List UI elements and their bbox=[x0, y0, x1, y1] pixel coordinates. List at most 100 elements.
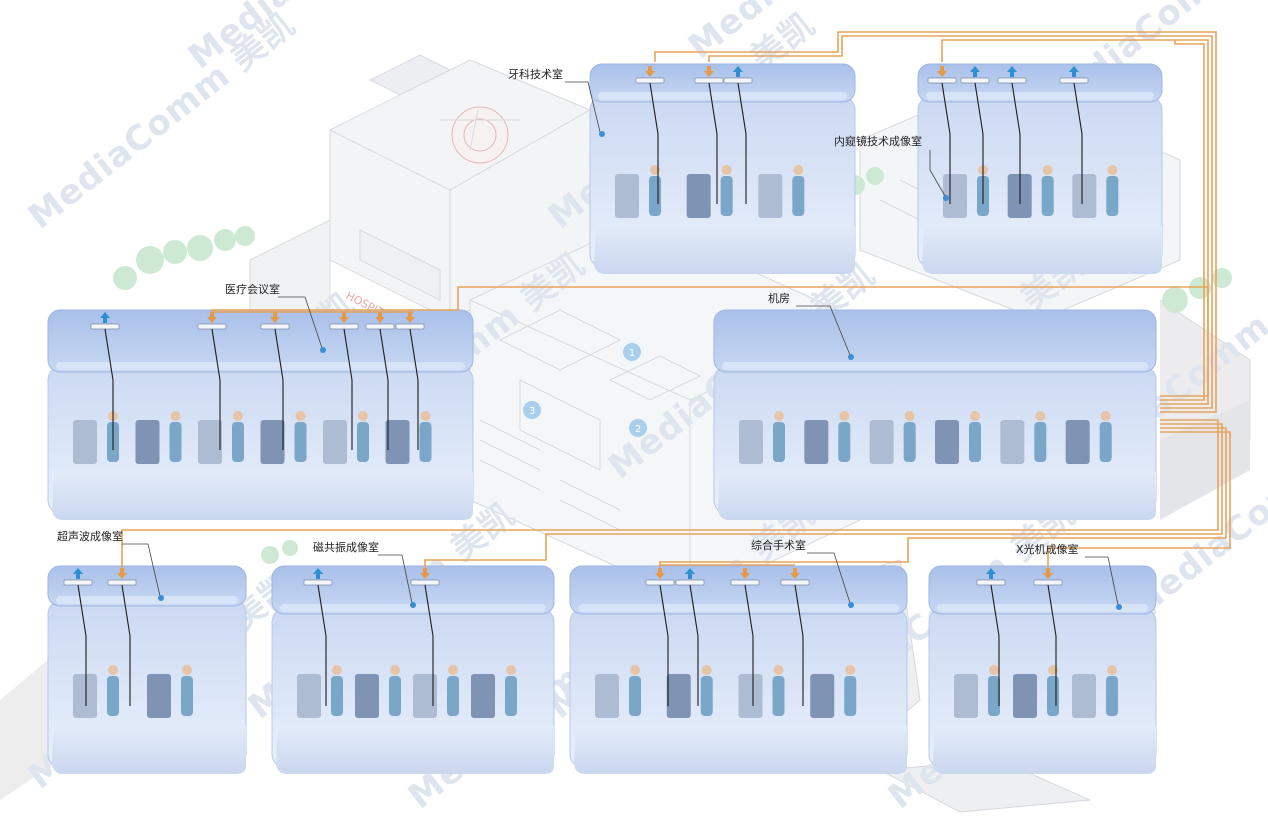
pin-endoscopy bbox=[943, 195, 949, 201]
cable-conference bbox=[211, 286, 1209, 397]
drop-cable bbox=[104, 328, 114, 450]
drop-cable bbox=[744, 584, 754, 706]
label-dental: 牙科技术室 bbox=[508, 67, 563, 81]
room-equipment-endoscopy bbox=[943, 165, 1119, 218]
download-arrow-icon bbox=[937, 66, 947, 77]
ceiling-taps-layer bbox=[63, 66, 1089, 706]
label-endoscopy: 内窥镜技术成像室 bbox=[834, 134, 922, 148]
room-equipment-xray bbox=[954, 665, 1118, 718]
pin-mri bbox=[410, 602, 416, 608]
cable-dental-trunk bbox=[654, 31, 1217, 413]
tap-ultrasound-13 bbox=[63, 568, 93, 706]
upload-arrow-icon bbox=[73, 568, 83, 579]
drop-cable bbox=[990, 584, 1000, 706]
drop-cable bbox=[941, 82, 951, 204]
tap-dental-1 bbox=[694, 66, 724, 204]
pin-dental bbox=[599, 131, 605, 137]
room-equipment-server bbox=[739, 411, 1112, 464]
upload-arrow-icon bbox=[1007, 66, 1017, 77]
upload-arrow-icon bbox=[1069, 66, 1079, 77]
upload-arrow-icon bbox=[685, 568, 695, 579]
pin-surgery bbox=[848, 602, 854, 608]
label-xray: X光机成像室 bbox=[1016, 542, 1079, 556]
room-server bbox=[713, 309, 1157, 520]
drop-cable bbox=[379, 328, 389, 450]
drop-cable bbox=[274, 328, 284, 450]
room-endoscopy bbox=[917, 63, 1163, 274]
download-arrow-icon bbox=[1043, 568, 1053, 579]
download-arrow-icon bbox=[740, 568, 750, 579]
tap-conference-7 bbox=[90, 312, 120, 450]
tap-endoscopy-5 bbox=[997, 66, 1027, 204]
tap-conference-9 bbox=[260, 312, 290, 450]
fiber-network bbox=[121, 31, 1231, 570]
download-arrow-icon bbox=[339, 312, 349, 323]
drop-cable bbox=[409, 328, 419, 450]
upload-arrow-icon bbox=[733, 66, 743, 77]
room-ultrasound bbox=[47, 565, 247, 774]
upload-arrow-icon bbox=[313, 568, 323, 579]
zone-marker-3: 3 bbox=[529, 406, 535, 417]
label-conference: 医疗会议室 bbox=[225, 282, 280, 296]
upload-arrow-icon bbox=[100, 312, 110, 323]
tap-conference-12 bbox=[395, 312, 425, 450]
room-equipment-mri bbox=[297, 665, 517, 718]
label-server: 机房 bbox=[768, 291, 790, 305]
download-arrow-icon bbox=[270, 312, 280, 323]
room-xray bbox=[928, 565, 1157, 774]
room-equipment-ultrasound bbox=[73, 665, 193, 718]
drop-cable bbox=[317, 584, 327, 706]
cable-endoscopy bbox=[941, 39, 1209, 405]
room-conference bbox=[47, 309, 474, 520]
cable-surgery bbox=[659, 427, 1227, 568]
zone-markers: 1 2 3 bbox=[523, 343, 647, 437]
background-trees bbox=[113, 167, 1232, 610]
drop-cable bbox=[708, 82, 718, 204]
cable-mri bbox=[424, 423, 1223, 570]
drop-cable bbox=[737, 82, 747, 204]
upload-arrow-icon bbox=[970, 66, 980, 77]
room-labels: 牙科技术室 内窥镜技术成像室 医疗会议室 机房 超声波成像室 磁共振成像室 综合… bbox=[57, 67, 1122, 610]
download-arrow-icon bbox=[207, 312, 217, 323]
download-arrow-icon bbox=[405, 312, 415, 323]
cable-ultrasound bbox=[121, 419, 1219, 570]
download-arrow-icon bbox=[645, 66, 655, 77]
download-arrow-icon bbox=[420, 568, 430, 579]
tap-conference-10 bbox=[329, 312, 359, 450]
cable-xray bbox=[1047, 431, 1231, 570]
pin-conference bbox=[320, 347, 326, 353]
pin-xray bbox=[1116, 604, 1122, 610]
drop-cable bbox=[1073, 82, 1083, 204]
download-arrow-icon bbox=[375, 312, 385, 323]
drop-cable bbox=[77, 584, 87, 706]
watermark-3: MediaComm 美凯 bbox=[681, 0, 963, 67]
drop-cable bbox=[974, 82, 984, 204]
drop-cable bbox=[659, 584, 669, 706]
tap-dental-2 bbox=[723, 66, 753, 204]
label-ultrasound: 超声波成像室 bbox=[57, 529, 123, 543]
drop-cable bbox=[121, 584, 131, 706]
tap-xray-22 bbox=[1033, 568, 1063, 706]
download-arrow-icon bbox=[117, 568, 127, 579]
tap-surgery-19 bbox=[730, 568, 760, 706]
zone-marker-2: 2 bbox=[635, 424, 641, 435]
watermark-0: MediaComm 美凯 bbox=[21, 4, 303, 237]
tap-endoscopy-3 bbox=[927, 66, 957, 204]
upload-arrow-icon bbox=[986, 568, 996, 579]
download-arrow-icon bbox=[704, 66, 714, 77]
tap-surgery-20 bbox=[780, 568, 810, 706]
tap-ultrasound-14 bbox=[107, 568, 137, 706]
tap-mri-15 bbox=[303, 568, 333, 706]
room-surgery bbox=[569, 565, 908, 774]
cable-dental-2 bbox=[708, 35, 1213, 409]
room-mri bbox=[271, 565, 555, 774]
label-mri: 磁共振成像室 bbox=[313, 540, 379, 554]
tap-conference-11 bbox=[365, 312, 395, 450]
drop-cable bbox=[343, 328, 353, 450]
label-surgery: 综合手术室 bbox=[751, 538, 806, 552]
room-equipment-surgery bbox=[595, 665, 857, 718]
download-arrow-icon bbox=[655, 568, 665, 579]
drop-cable bbox=[1047, 584, 1057, 706]
